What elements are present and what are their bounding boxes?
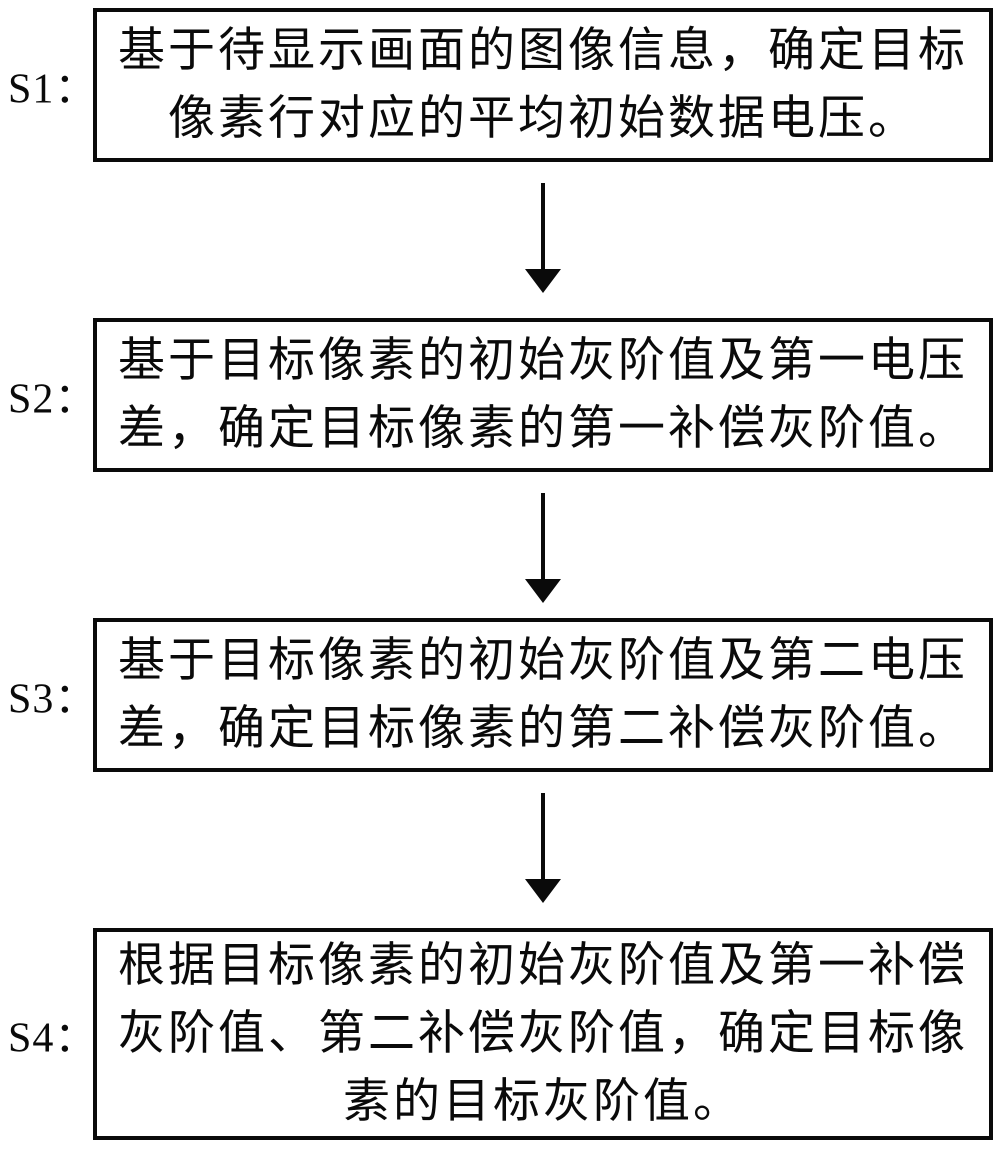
connector-s3-s4 [93, 772, 993, 928]
step-s4-text-line: 素的目标灰阶值。 [343, 1076, 743, 1128]
step-s2-box: 基于目标像素的初始灰阶值及第一电压 差，确定目标像素的第一补偿灰阶值。 [93, 318, 993, 472]
step-s2: S2： 基于目标像素的初始灰阶值及第一电压 差，确定目标像素的第一补偿灰阶值。 [8, 318, 993, 472]
down-arrow-icon [525, 472, 561, 618]
step-s1-text-line: 像素行对应的平均初始数据电压。 [168, 93, 918, 145]
step-s3-label: S3： [8, 676, 98, 723]
step-s1-label: S1： [8, 66, 98, 113]
step-s4-box: 根据目标像素的初始灰阶值及第一补偿 灰阶值、第二补偿灰阶值，确定目标像 素的目标… [93, 928, 993, 1140]
arrow-head [525, 579, 561, 603]
step-s3: S3： 基于目标像素的初始灰阶值及第二电压 差，确定目标像素的第二补偿灰阶值。 [8, 618, 993, 772]
step-s4-text-line: 根据目标像素的初始灰阶值及第一补偿 [118, 940, 968, 992]
step-s3-text-line: 基于目标像素的初始灰阶值及第二电压 [118, 635, 968, 687]
arrow-shaft [541, 493, 545, 579]
step-s4: S4： 根据目标像素的初始灰阶值及第一补偿 灰阶值、第二补偿灰阶值，确定目标像 … [8, 928, 993, 1140]
arrow-head [525, 269, 561, 293]
step-s1-text-line: 基于待显示画面的图像信息，确定目标 [118, 25, 968, 77]
step-s4-text-line: 灰阶值、第二补偿灰阶值，确定目标像 [118, 1008, 968, 1060]
step-s2-text-line: 差，确定目标像素的第一补偿灰阶值。 [118, 403, 968, 455]
step-s3-box: 基于目标像素的初始灰阶值及第二电压 差，确定目标像素的第二补偿灰阶值。 [93, 618, 993, 772]
step-s1: S1： 基于待显示画面的图像信息，确定目标 像素行对应的平均初始数据电压。 [8, 8, 993, 162]
step-s2-label: S2： [8, 376, 98, 423]
arrow-head [525, 879, 561, 903]
arrow-shaft [541, 183, 545, 269]
connector-s1-s2 [93, 162, 993, 318]
step-s4-label: S4： [8, 1015, 98, 1062]
step-s1-box: 基于待显示画面的图像信息，确定目标 像素行对应的平均初始数据电压。 [93, 8, 993, 162]
arrow-shaft [541, 793, 545, 879]
step-s2-text-line: 基于目标像素的初始灰阶值及第一电压 [118, 335, 968, 387]
step-s3-text-line: 差，确定目标像素的第二补偿灰阶值。 [118, 703, 968, 755]
connector-s2-s3 [93, 472, 993, 618]
down-arrow-icon [525, 772, 561, 928]
down-arrow-icon [525, 162, 561, 318]
